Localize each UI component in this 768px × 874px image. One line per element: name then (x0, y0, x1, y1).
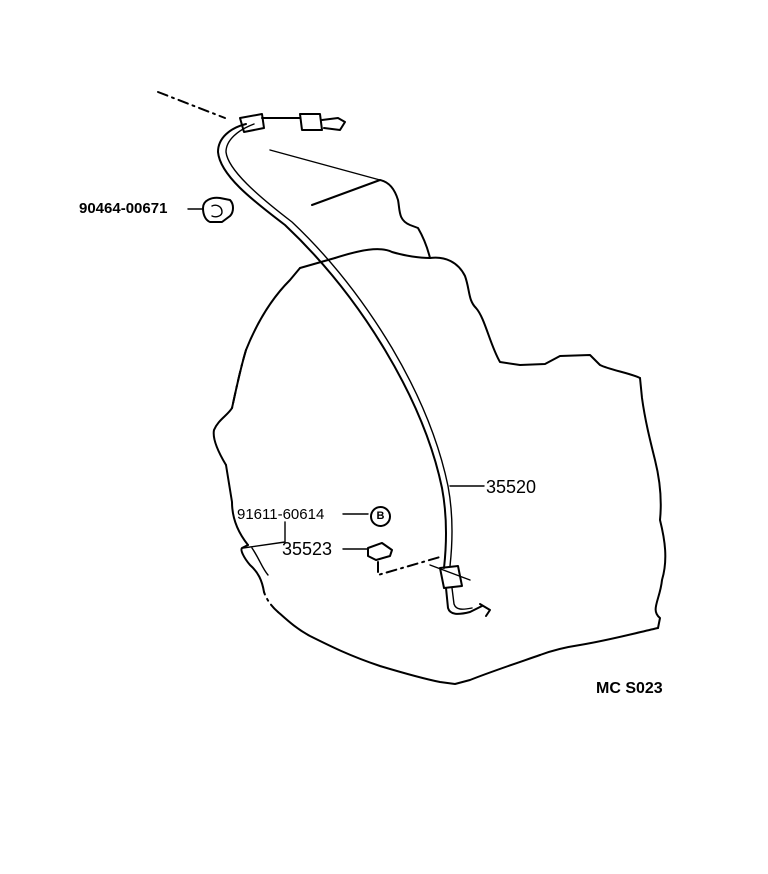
figure-code: MC S023 (596, 680, 663, 697)
transmission-housing (212, 149, 667, 685)
part-label-clip: 90464-00671 (79, 200, 168, 217)
clip-part (187, 196, 234, 223)
part-label-bolt: 91611-60614 (237, 506, 325, 523)
shift-cable (157, 91, 491, 617)
part-label-cable: 35520 (486, 477, 537, 497)
bolt-marker-badge: B (370, 506, 391, 527)
bracket-part (342, 542, 441, 576)
leader-lines (242, 485, 485, 549)
part-label-bracket: 35523 (282, 539, 333, 559)
